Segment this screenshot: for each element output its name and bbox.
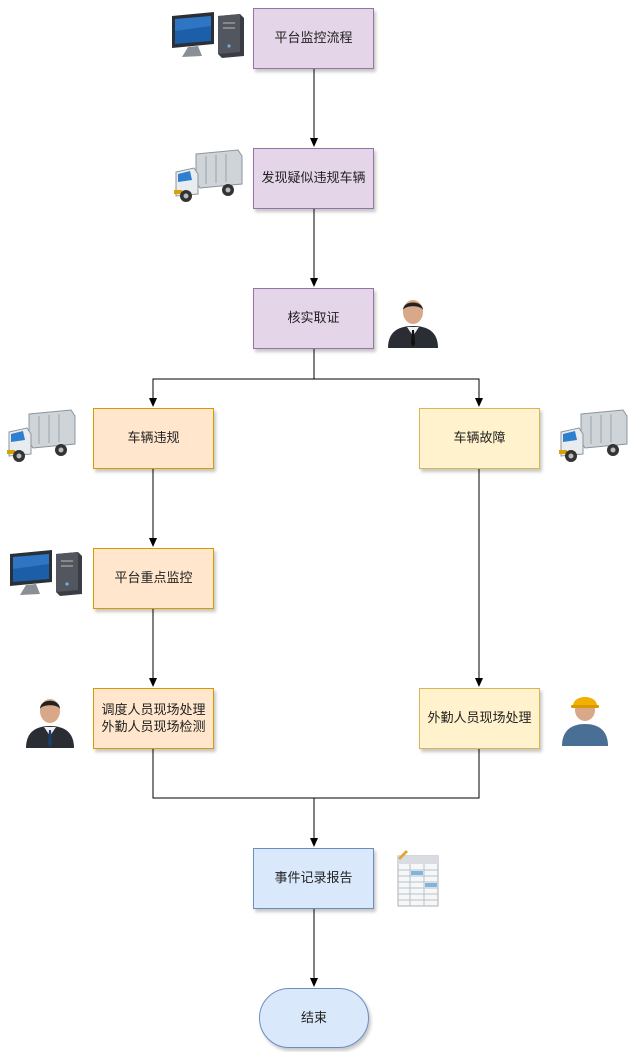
node-label: 发现疑似违规车辆	[261, 171, 366, 186]
node-label: 外勤人员现场处理	[427, 711, 532, 726]
businessman-icon	[388, 300, 438, 348]
node-label: 平台重点监控	[114, 571, 193, 586]
node-label: 车辆故障	[453, 431, 506, 446]
node-event-report[interactable]: 事件记录报告	[253, 848, 374, 909]
computer-icon	[172, 12, 244, 58]
node-verify-evidence[interactable]: 核实取证	[253, 288, 374, 349]
node-label: 调度人员现场处理外勤人员现场检测	[101, 702, 206, 735]
node-vehicle-fault[interactable]: 车辆故障	[419, 408, 540, 469]
node-label: 平台监控流程	[274, 31, 353, 46]
truck-icon	[7, 409, 76, 462]
node-label: 核实取证	[287, 311, 340, 326]
computer-icon	[10, 550, 82, 596]
node-label: 车辆违规	[127, 431, 180, 446]
edge-dispatch-merge	[152, 749, 314, 799]
truck-icon	[559, 409, 628, 462]
node-dispatch-onsite[interactable]: 调度人员现场处理外勤人员现场检测	[93, 688, 214, 749]
truck-icon	[174, 149, 243, 202]
businessman-icon	[26, 699, 74, 748]
node-field-staff-onsite[interactable]: 外勤人员现场处理	[419, 688, 540, 749]
edge-verify-fault	[314, 378, 483, 407]
worker-icon	[562, 697, 608, 746]
node-platform-monitor-flow[interactable]: 平台监控流程	[253, 8, 374, 69]
node-discover-suspect-vehicle[interactable]: 发现疑似违规车辆	[253, 148, 374, 209]
spreadsheet-icon	[397, 850, 439, 907]
node-platform-key-monitor[interactable]: 平台重点监控	[93, 548, 214, 609]
node-vehicle-violation[interactable]: 车辆违规	[93, 408, 214, 469]
node-label: 事件记录报告	[274, 871, 353, 886]
edge-verify-violation	[149, 349, 315, 407]
edge-field-merge	[314, 749, 480, 799]
node-end[interactable]: 结束	[259, 988, 369, 1048]
node-label: 结束	[300, 1010, 327, 1026]
